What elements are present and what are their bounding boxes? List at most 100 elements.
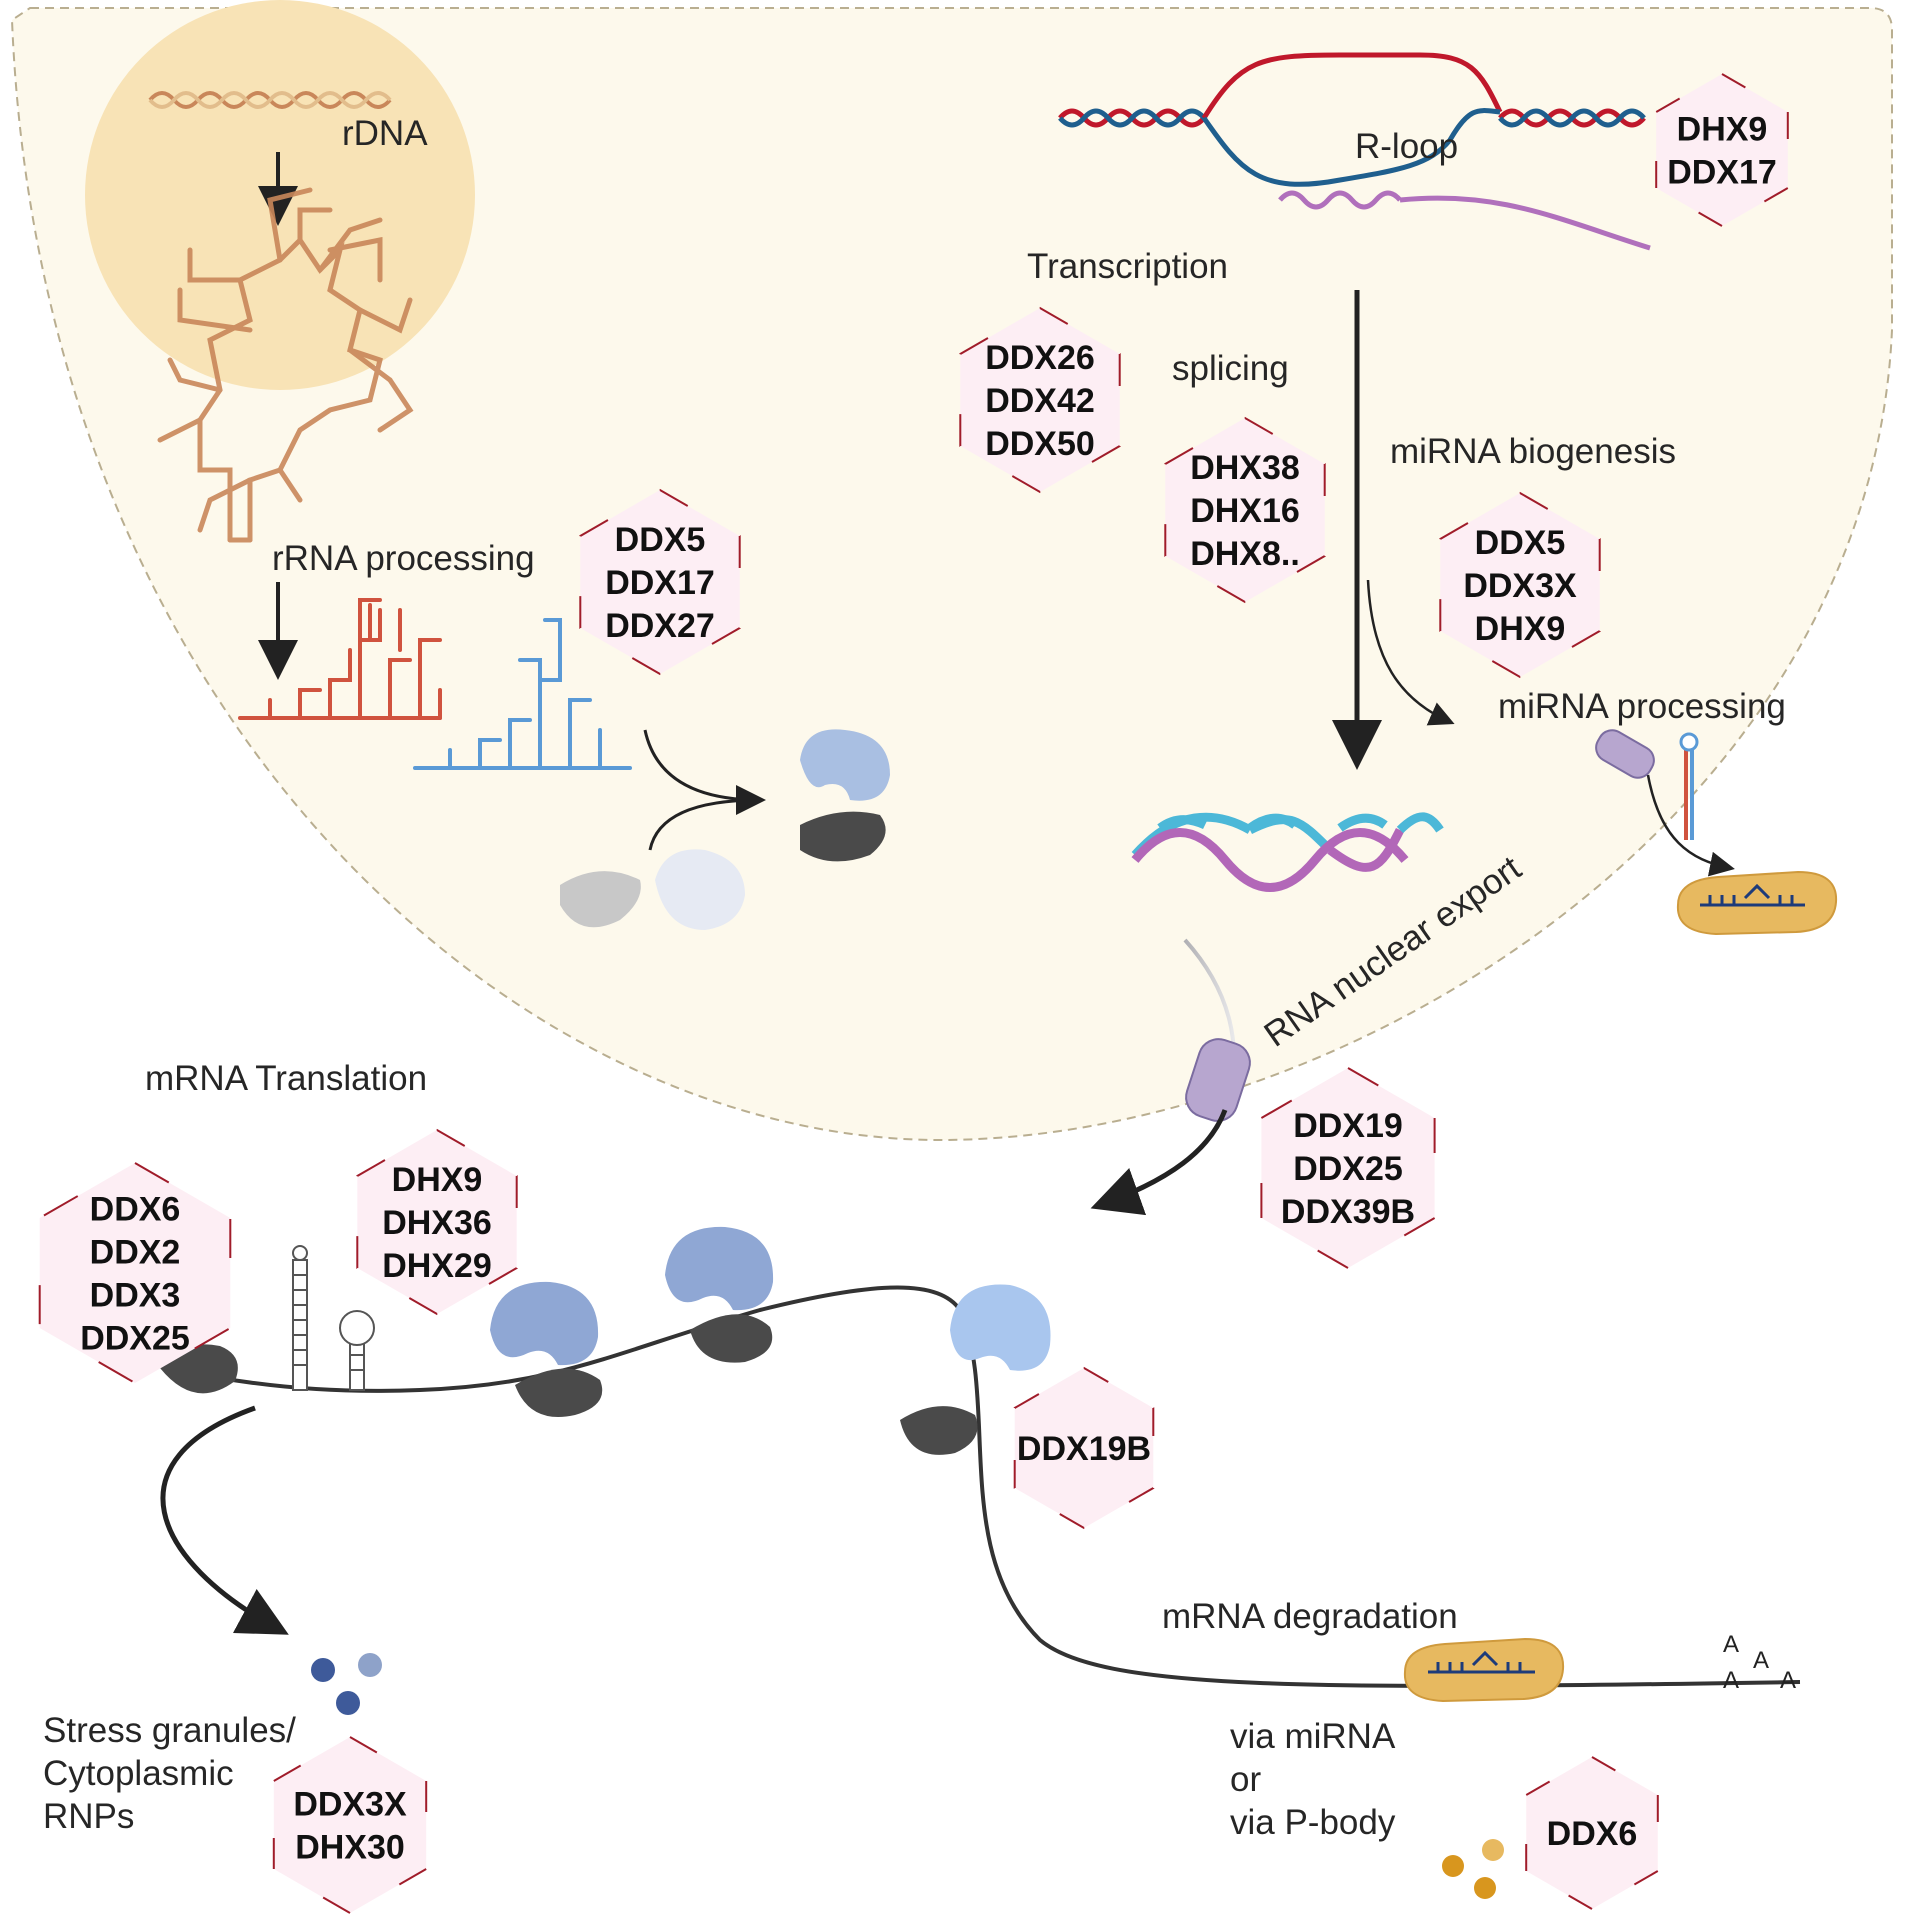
helicase-name: DHX30: [295, 1829, 405, 1867]
helicase-name: DDX25: [80, 1320, 190, 1358]
mrna-translation-label: mRNA Translation: [145, 1059, 427, 1098]
stress-label-3: RNPs: [43, 1797, 134, 1836]
helicase-name: DDX50: [985, 425, 1095, 463]
hexagon-shape: [1439, 491, 1601, 679]
pre-rrna-structure: [157, 187, 414, 543]
arrow-to-stress-granules: [160, 1405, 289, 1635]
arrow-to-mirna-processing: [1366, 579, 1455, 726]
polya-2: A: [1723, 1667, 1739, 1694]
splicing-label: splicing: [1172, 349, 1289, 388]
helicase-name: DHX9: [1677, 111, 1768, 149]
helicase-name: DDX25: [1293, 1150, 1403, 1188]
helicase-name: DDX19B: [1017, 1430, 1151, 1468]
helicase-name: DDX6: [1547, 1815, 1638, 1853]
helicase-name: DHX36: [382, 1204, 492, 1242]
polya-1: A: [1723, 1631, 1739, 1658]
helicase-name: DDX3: [90, 1277, 181, 1315]
arrow-export-to-cytoplasm: [1090, 1109, 1228, 1216]
via-pbody-label: via P-body: [1230, 1803, 1396, 1842]
helicase-name: DDX17: [605, 564, 715, 602]
helicase-name: DDX6: [90, 1191, 181, 1229]
arrow-to-ribosome-1: [643, 729, 766, 815]
ribosome-2: [490, 1281, 603, 1417]
helicase-name: DHX9: [392, 1161, 483, 1199]
helicase-name: DDX3X: [293, 1786, 407, 1824]
hexagon-shape: [356, 1128, 518, 1316]
helicase-name: DHX8..: [1190, 535, 1300, 573]
mirna-processing-label: miRNA processing: [1498, 687, 1786, 726]
mirna-hairpin: [1679, 732, 1699, 840]
polya-4: A: [1780, 1667, 1796, 1694]
stem-loops: [292, 1245, 375, 1391]
stress-label-1: Stress granules/: [43, 1711, 296, 1750]
mrna-wave-line-cyan: [1157, 813, 1388, 832]
ribosome-released-small: [900, 1406, 978, 1455]
r-loop-label: R-loop: [1355, 127, 1458, 166]
transcription-label: Transcription: [1027, 247, 1228, 286]
helicase-name: DDX42: [985, 382, 1095, 420]
r-loop: [1058, 52, 1651, 251]
rdna-label: rDNA: [342, 114, 428, 153]
nuclear-pore-mirna: [1595, 729, 1655, 779]
rrna-processing-label: rRNA processing: [272, 539, 535, 578]
hexagon-shape: [1013, 1366, 1155, 1530]
helicase-name: DHX38: [1190, 449, 1300, 487]
helicase-name: DDX19: [1293, 1107, 1403, 1145]
hexagon-shape: [579, 488, 741, 676]
mrna-cytoplasm: [79, 1285, 1801, 1688]
stress-granules: [311, 1653, 382, 1715]
helicase-name: DHX16: [1190, 492, 1300, 530]
helicase-name: DDX3X: [1463, 567, 1577, 605]
rdna-helix: [148, 91, 392, 109]
helicase-name: DHX29: [382, 1247, 492, 1285]
nuclear-pore-export: [1185, 1038, 1251, 1122]
hexagon-shape: [959, 306, 1121, 494]
hexagon-shape: [1655, 72, 1789, 228]
stress-label-2: Cytoplasmic: [43, 1754, 234, 1793]
processed-rrna-red: [238, 598, 442, 720]
helicase-hexagons: DDX5DDX17DDX27DHX9DDX17DDX26DDX42DDX50DH…: [38, 72, 1789, 1915]
arrow-to-ribosome-2: [648, 798, 761, 851]
polya-3: A: [1753, 1647, 1769, 1674]
hexagon-shape: [38, 1161, 232, 1385]
mrna-degradation-label: mRNA degradation: [1162, 1597, 1458, 1636]
processed-rrna-blue: [413, 618, 632, 770]
helicase-name: DHX9: [1475, 610, 1566, 648]
helicase-name: DDX39B: [1281, 1193, 1415, 1231]
helicase-name: DDX5: [1475, 524, 1566, 562]
mrna-wave-line: [1131, 828, 1409, 892]
ribosome-nuclear: [800, 729, 890, 862]
hexagon-shape: [272, 1735, 428, 1915]
via-mirna-label: via miRNA: [1230, 1717, 1396, 1756]
risc-complex-nuclear: [1676, 870, 1838, 936]
arrow-to-risc: [1646, 774, 1735, 877]
helicase-name: DDX26: [985, 339, 1095, 377]
nucleus: [10, 7, 1893, 1142]
helicase-name: DDX27: [605, 607, 715, 645]
p-body-granules: [1442, 1839, 1504, 1899]
mirna-biogenesis-label: miRNA biogenesis: [1390, 432, 1676, 471]
ribosome-3: [665, 1226, 774, 1363]
hexagon-shape: [1525, 1755, 1659, 1911]
helicase-name: DDX17: [1667, 154, 1777, 192]
ribosome-released-large: [950, 1284, 1051, 1371]
helicase-name: DDX2: [90, 1234, 181, 1272]
hex-degradation: DDX6: [1525, 1755, 1659, 1911]
risc-complex-cytoplasm: [1403, 1637, 1565, 1703]
hex-ribosome-release: DDX19B: [1013, 1366, 1155, 1530]
hex-stress: DDX3X DHX30: [272, 1735, 428, 1915]
helicase-name: DDX5: [615, 521, 706, 559]
hexagon-shape: [1164, 416, 1326, 604]
ribosome-subunits-faded: [560, 849, 745, 930]
or-label: or: [1230, 1760, 1261, 1799]
hexagon-shape: [1260, 1066, 1436, 1270]
